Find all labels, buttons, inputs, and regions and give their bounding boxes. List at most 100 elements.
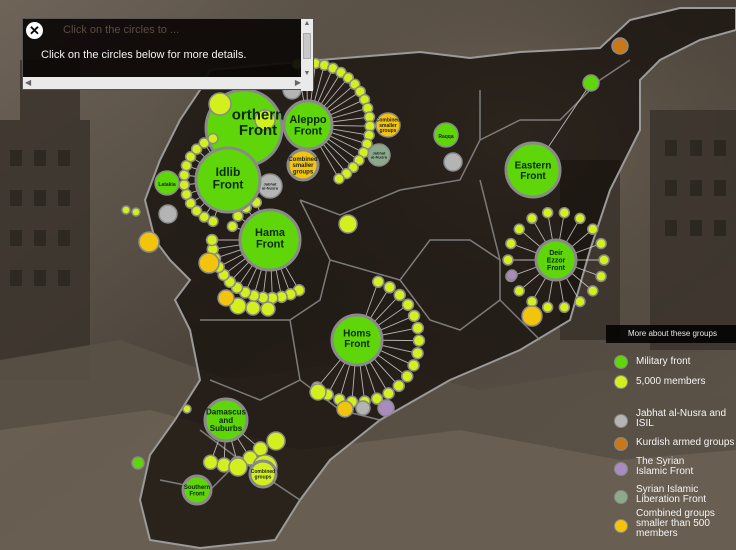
member-bubble[interactable] xyxy=(245,300,261,316)
member-bubble[interactable] xyxy=(411,321,425,335)
member-bubble[interactable] xyxy=(254,109,276,131)
front-bubble-deir[interactable] xyxy=(534,238,578,282)
member-bubble[interactable] xyxy=(598,254,610,266)
combined-bubble[interactable] xyxy=(198,252,220,274)
member-bubble[interactable] xyxy=(401,298,415,311)
scroll-left-icon[interactable]: ◀ xyxy=(25,78,32,87)
member-bubble[interactable] xyxy=(178,169,191,181)
front-bubble-raqqa[interactable] xyxy=(433,122,459,148)
front-label-deir-line: Deir xyxy=(549,250,563,257)
front-label-deir-line: Ezzor xyxy=(547,257,566,264)
member-bubble[interactable] xyxy=(180,188,193,201)
member-bubble[interactable] xyxy=(526,212,538,225)
legend-item-combined-groups: Combined groups smaller than 500 members xyxy=(610,509,736,545)
member-bubble[interactable] xyxy=(184,151,197,163)
member-bubble[interactable] xyxy=(513,223,525,235)
member-bubble[interactable] xyxy=(582,74,600,92)
legend-header[interactable]: More about these groups xyxy=(606,325,736,343)
member-bubble[interactable] xyxy=(574,295,586,308)
scroll-right-icon[interactable]: ▶ xyxy=(294,78,301,87)
front-bubble-hama[interactable] xyxy=(238,208,302,272)
legend-item-syrian-islamic-liberation-front: Syrian Islamic Liberation Front xyxy=(610,485,736,511)
member-bubble[interactable] xyxy=(392,379,406,393)
islamic-front-bubble[interactable] xyxy=(377,399,395,417)
member-bubble[interactable] xyxy=(131,456,145,470)
scroll-thumb[interactable] xyxy=(303,33,311,59)
nusra-bubble[interactable] xyxy=(158,204,178,224)
nusra-bubble[interactable] xyxy=(443,152,463,172)
raqqa-label-line: Raqqa xyxy=(438,134,454,140)
member-bubble[interactable] xyxy=(207,132,219,145)
liberation-bubble[interactable] xyxy=(367,143,391,167)
member-bubble[interactable] xyxy=(178,179,191,191)
member-bubble[interactable] xyxy=(382,387,395,400)
member-bubble[interactable] xyxy=(407,309,421,323)
front-bubble-latakia[interactable] xyxy=(154,170,180,196)
nusra-bubble[interactable] xyxy=(355,400,371,416)
front-bubble-damascus[interactable] xyxy=(203,397,249,443)
member-bubble[interactable] xyxy=(541,301,554,314)
member-bubble[interactable] xyxy=(370,392,384,405)
combined-bubble[interactable] xyxy=(521,305,543,327)
front-label-deir-line: Front xyxy=(547,265,566,272)
scroll-up-icon[interactable]: ▲ xyxy=(303,20,311,27)
member-bubble[interactable] xyxy=(541,206,554,219)
member-bubble[interactable] xyxy=(131,207,141,217)
member-bubble[interactable] xyxy=(333,172,345,185)
member-bubble[interactable] xyxy=(407,359,420,372)
member-bubble[interactable] xyxy=(558,301,571,314)
member-bubble[interactable] xyxy=(208,92,232,116)
front-bubble-idlib[interactable] xyxy=(194,146,262,214)
member-bubble[interactable] xyxy=(412,334,426,347)
member-bubble[interactable] xyxy=(248,459,278,489)
popup-vertical-scrollbar[interactable]: ▲ ▼ xyxy=(301,19,313,91)
member-bubble[interactable] xyxy=(558,206,571,219)
combined-bubble[interactable] xyxy=(375,112,401,138)
member-bubble[interactable] xyxy=(205,233,219,247)
popup-horizontal-scrollbar[interactable]: ◀ ▶ xyxy=(23,77,303,89)
member-bubble[interactable] xyxy=(260,301,276,317)
combined-label-line: Combined xyxy=(376,118,400,124)
member-bubble[interactable] xyxy=(505,237,517,250)
member-bubble[interactable] xyxy=(226,220,239,233)
front-bubble-homs[interactable] xyxy=(330,313,384,367)
member-bubble[interactable] xyxy=(393,288,406,302)
member-bubble[interactable] xyxy=(411,347,424,360)
combined-bubble[interactable] xyxy=(336,400,354,418)
member-bubble[interactable] xyxy=(383,281,396,294)
member-bubble[interactable] xyxy=(587,285,599,297)
member-bubble[interactable] xyxy=(526,295,538,308)
front-label-northern-line: Front xyxy=(239,122,277,139)
member-bubble[interactable] xyxy=(371,275,385,288)
member-bubble[interactable] xyxy=(574,212,586,225)
front-label-eastern-line: Eastern xyxy=(515,160,552,171)
member-bubble[interactable] xyxy=(513,285,525,297)
combined-bubble[interactable] xyxy=(138,231,160,253)
member-bubble[interactable] xyxy=(502,254,514,266)
islamic-front-bubble[interactable] xyxy=(506,269,518,281)
front-bubble-southern[interactable] xyxy=(181,474,213,506)
member-bubble[interactable] xyxy=(198,211,210,223)
member-bubble[interactable] xyxy=(190,205,203,217)
member-bubble[interactable] xyxy=(202,454,219,471)
member-bubble[interactable] xyxy=(338,214,358,234)
member-bubble[interactable] xyxy=(182,404,192,414)
front-bubble-aleppo[interactable] xyxy=(282,99,334,151)
member-bubble[interactable] xyxy=(266,431,286,451)
member-bubble[interactable] xyxy=(595,237,607,250)
scroll-down-icon[interactable]: ▼ xyxy=(303,70,311,77)
close-icon[interactable]: ✕ xyxy=(26,22,43,39)
combined-label-line: Combined xyxy=(251,469,275,475)
member-bubble[interactable] xyxy=(121,205,131,215)
legend-item-5000-members: 5,000 members xyxy=(610,371,736,395)
member-bubble[interactable] xyxy=(587,223,599,235)
combined-bubble[interactable] xyxy=(217,289,235,307)
member-bubble[interactable] xyxy=(190,143,203,155)
kurdish-bubble[interactable] xyxy=(611,37,629,55)
member-bubble[interactable] xyxy=(595,270,607,283)
member-bubble[interactable] xyxy=(400,370,414,383)
member-bubble[interactable] xyxy=(228,457,248,477)
front-bubble-eastern[interactable] xyxy=(504,141,562,199)
member-bubble[interactable] xyxy=(309,383,327,401)
